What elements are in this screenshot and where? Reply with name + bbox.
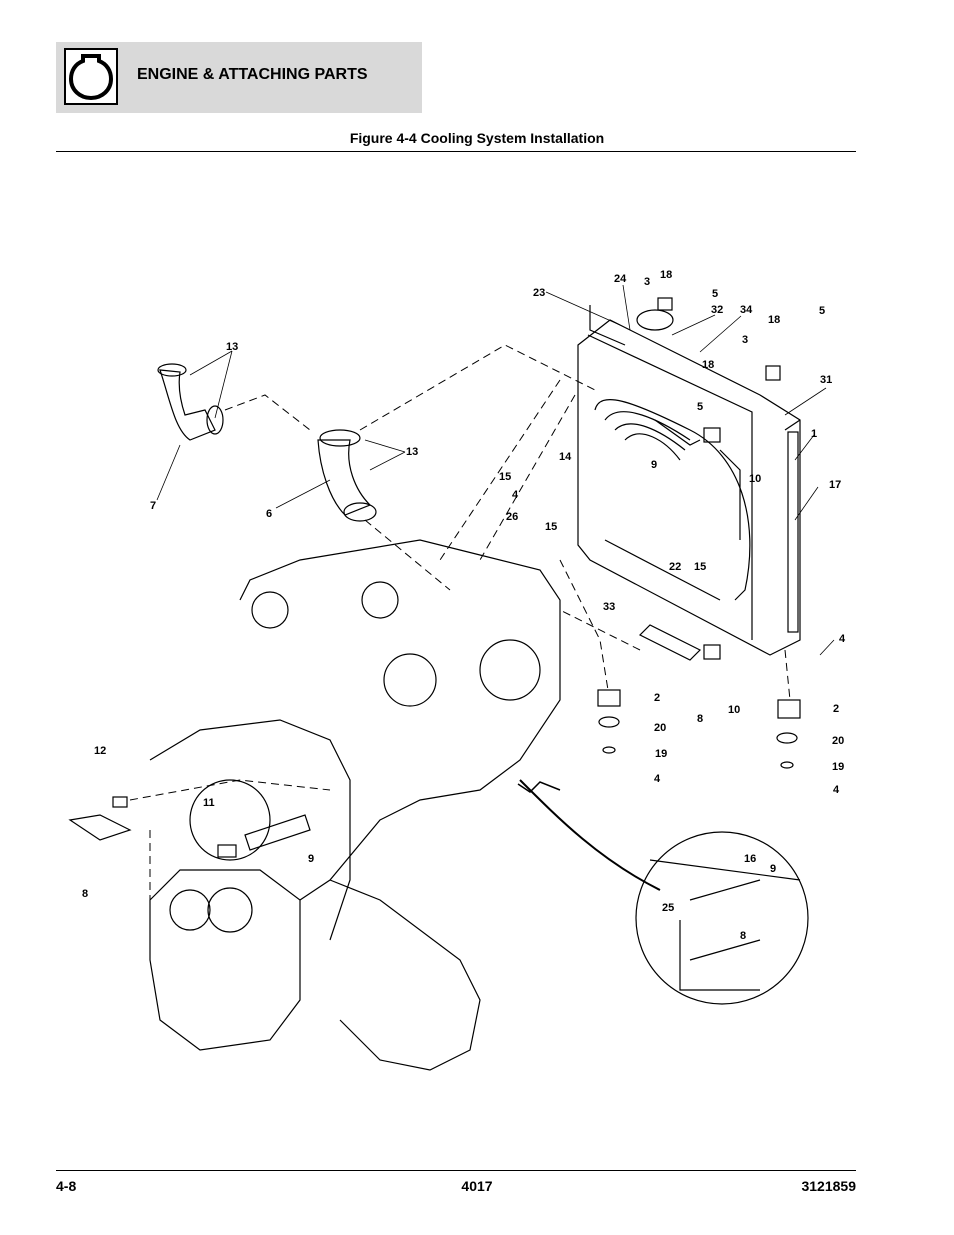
callout-label: 5	[712, 288, 718, 300]
callout-label: 1	[811, 428, 817, 440]
engine-icon	[64, 48, 118, 105]
callout-label: 20	[654, 722, 666, 734]
callout-label: 24	[614, 273, 627, 285]
callout-label: 14	[559, 451, 572, 463]
callout-label: 9	[651, 459, 657, 471]
callout-labels: 24 3 18 5 23 32 34 18 5 3 31 18 5 1 13 1…	[82, 269, 846, 942]
callout-label: 9	[770, 863, 776, 875]
callout-label: 2	[833, 703, 839, 715]
callout-label: 5	[697, 401, 703, 413]
callout-label: 25	[662, 902, 674, 914]
callout-label: 9	[308, 853, 314, 865]
callout-label: 10	[728, 704, 740, 716]
callout-label: 17	[829, 479, 841, 491]
callout-label: 12	[94, 745, 106, 757]
callout-label: 34	[740, 304, 753, 316]
callout-label: 8	[697, 713, 703, 725]
callout-label: 4	[833, 784, 840, 796]
callout-label: 19	[655, 748, 667, 760]
callout-label: 18	[768, 314, 780, 326]
header-rule	[56, 151, 856, 152]
callout-label: 31	[820, 374, 832, 386]
model-number: 4017	[461, 1178, 493, 1194]
callout-label: 18	[660, 269, 672, 281]
callout-label: 13	[226, 341, 238, 353]
callout-label: 23	[533, 287, 545, 299]
callout-label: 13	[406, 446, 418, 458]
callout-label: 33	[603, 601, 615, 613]
callout-label: 4	[512, 489, 519, 501]
document-number: 3121859	[801, 1178, 856, 1194]
callout-label: 3	[644, 276, 650, 288]
callout-label: 7	[150, 500, 156, 512]
callout-label: 11	[203, 797, 215, 809]
callout-label: 3	[742, 334, 748, 346]
callout-label: 6	[266, 508, 272, 520]
figure-title: Figure 4-4 Cooling System Installation	[349, 130, 605, 146]
callout-label: 5	[819, 305, 825, 317]
callout-label: 26	[506, 511, 518, 523]
callout-label: 20	[832, 735, 844, 747]
page-number: 4-8	[56, 1178, 77, 1194]
callout-label: 18	[702, 359, 714, 371]
callout-label: 4	[839, 633, 846, 645]
callout-label: 15	[694, 561, 706, 573]
callout-label: 15	[499, 471, 511, 483]
callout-label: 8	[740, 930, 746, 942]
callout-label: 2	[654, 692, 660, 704]
section-title: ENGINE & ATTACHING PARTS	[137, 66, 368, 83]
callout-label: 22	[669, 561, 681, 573]
callout-label: 16	[744, 853, 756, 865]
callout-label: 4	[654, 773, 661, 785]
callout-label: 32	[711, 304, 723, 316]
callout-label: 15	[545, 521, 557, 533]
callout-label: 10	[749, 473, 761, 485]
callout-label: 8	[82, 888, 88, 900]
callout-label: 19	[832, 761, 844, 773]
footer-rule	[56, 1170, 856, 1171]
